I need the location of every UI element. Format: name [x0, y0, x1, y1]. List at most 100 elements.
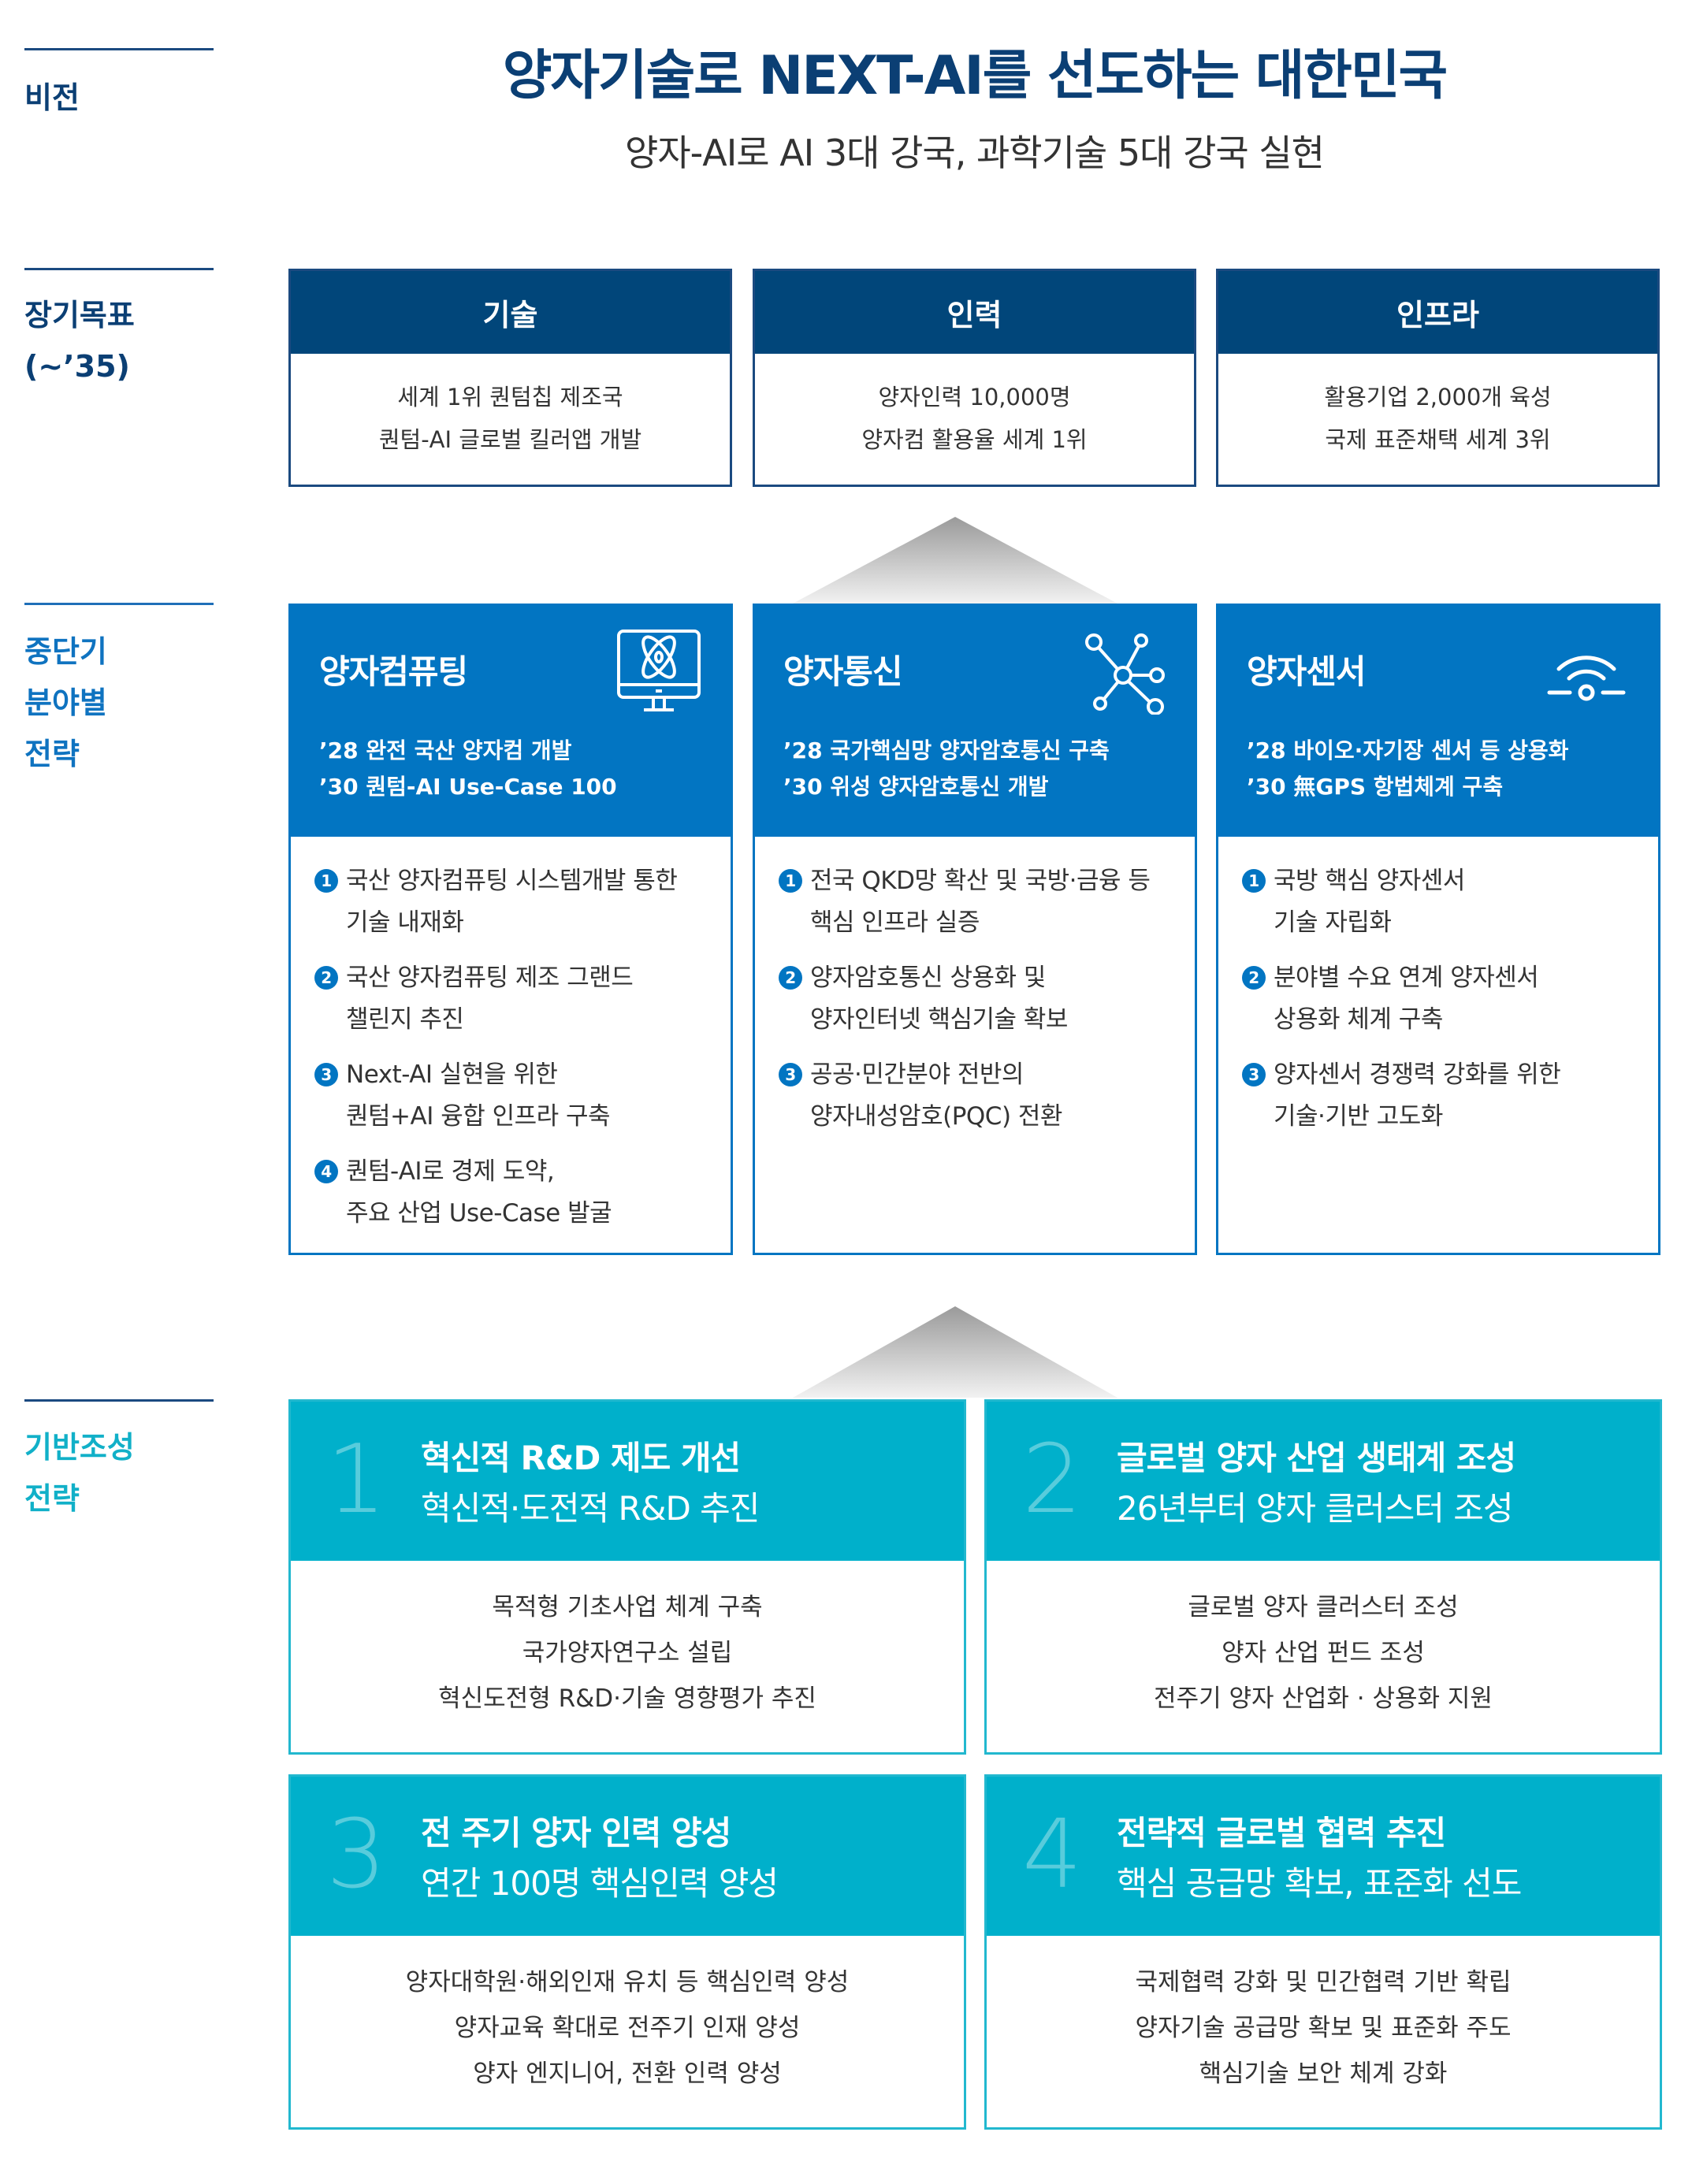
number-badge: 4 [314, 1160, 338, 1183]
item-line: 양자내성암호(PQC) 전환 [810, 1102, 1062, 1131]
item-line: 전국 QKD망 확산 및 국방·금융 등 [810, 867, 1151, 895]
number-badge: 2 [314, 966, 338, 990]
foundation-title: 글로벌 양자 산업 생태계 조성 [1117, 1439, 1516, 1477]
strategy-name: 양자컴퓨팅 [319, 652, 468, 691]
strategy-name: 양자센서 [1247, 652, 1367, 691]
foundation-subtitle: 혁신적·도전적 R&D 추진 [421, 1489, 760, 1528]
item-line: 핵심 인프라 실증 [810, 908, 980, 937]
goal-line: 양자컴 활용율 세계 1위 [861, 426, 1088, 453]
number-badge: 2 [1242, 966, 1266, 990]
strategy-card-sensor: 양자센서 ’28 바이오·자기장 센서 등 상용화’30 無GPS 항법체계 구… [1216, 604, 1660, 1255]
item-line: 주요 산업 Use-Case 발굴 [346, 1199, 612, 1228]
foundation-line: 혁신도전형 R&D·기술 영향평가 추진 [438, 1684, 816, 1713]
vision-title: 양자기술로 NEXT-AI를 선도하는 대한민국 [502, 45, 1448, 107]
item-line: Next-AI 실현을 위한 [346, 1060, 558, 1089]
divider [24, 48, 214, 50]
goal-line: 양자인력 10,000명 [878, 384, 1071, 410]
foundation-line: 전주기 양자 산업화 · 상용화 지원 [1154, 1684, 1493, 1713]
foundation-line: 양자교육 확대로 전주기 인재 양성 [454, 2014, 801, 2042]
foundation-line: 핵심기술 보안 체계 강화 [1199, 2060, 1448, 2088]
label-line: 분야별 [24, 685, 107, 720]
foundation-line: 목적형 기초사업 체계 구축 [492, 1593, 763, 1621]
foundation-subtitle: 연간 100명 핵심인력 양성 [421, 1864, 779, 1903]
number-badge: 1 [1242, 869, 1266, 893]
strategy-card-communication: 양자통신 ’28 국가핵심망 양자암호통신 구축’30 위성 양자암호통신 개발… [753, 604, 1197, 1255]
item-line: 양자센서 경쟁력 강화를 위한 [1274, 1060, 1561, 1089]
section-label-long-term: 장기목표 (~’35) [24, 290, 135, 392]
label-line: 전략 [24, 737, 80, 771]
item-line: 양자암호통신 상용화 및 [810, 964, 1046, 992]
list-item: 4 퀀텀-AI로 경제 도약, 주요 산업 Use-Case 발굴 [314, 1151, 715, 1235]
label-line: (~’35) [24, 349, 130, 384]
strategy-card-computing: 양자컴퓨팅 ’28 완전 국산 양자컴 개발’30 퀀텀-AI Use-Case… [288, 604, 733, 1255]
item-line: 퀀텀-AI로 경제 도약, [346, 1157, 555, 1186]
section-label-vision: 비전 [24, 80, 80, 115]
foundation-line: 양자기술 공급망 확보 및 표준화 주도 [1135, 2014, 1512, 2042]
item-line: 챌린지 추진 [346, 1005, 464, 1034]
foundation-title: 전 주기 양자 인력 양성 [421, 1814, 731, 1852]
foundation-line: 글로벌 양자 클러스터 조성 [1188, 1593, 1459, 1621]
goal-title: 인프라 [1218, 271, 1657, 354]
goal-line: 퀀텀-AI 글로벌 킬러앱 개발 [378, 426, 642, 453]
foundation-line: 국가양자연구소 설립 [522, 1639, 733, 1667]
foundation-title: 전략적 글로벌 협력 추진 [1117, 1814, 1446, 1852]
network-nodes-icon [1085, 633, 1165, 715]
item-line: 국산 양자컴퓨팅 제조 그랜드 [346, 964, 634, 992]
foundation-number: 2 [1022, 1425, 1083, 1535]
number-badge: 3 [1242, 1063, 1266, 1086]
item-line: 기술 자립화 [1274, 908, 1392, 937]
strategy-target: ’30 위성 양자암호통신 개발 [783, 774, 1049, 800]
goal-title: 기술 [291, 271, 730, 354]
foundation-line: 양자 엔지니어, 전환 인력 양성 [473, 2060, 782, 2088]
label-line: 장기목표 [24, 298, 135, 332]
item-line: 공공·민간분야 전반의 [810, 1060, 1024, 1089]
label-line: 기반조성 [24, 1430, 135, 1465]
goal-title: 인력 [755, 271, 1194, 354]
foundation-subtitle: 26년부터 양자 클러스터 조성 [1117, 1489, 1514, 1528]
quantum-computer-icon [617, 630, 701, 711]
foundation-card-2: 2 글로벌 양자 산업 생태계 조성 26년부터 양자 클러스터 조성 글로벌 양자… [984, 1399, 1662, 1755]
strategy-target: ’28 완전 국산 양자컴 개발 [319, 737, 572, 763]
foundation-line: 양자대학원·해외인재 유치 등 핵심인력 양성 [405, 1968, 850, 1996]
label-line: 전략 [24, 1481, 80, 1516]
number-badge: 3 [314, 1063, 338, 1086]
foundation-subtitle: 핵심 공급망 확보, 표준화 선도 [1117, 1864, 1522, 1903]
section-label-mid-term: 중단기 분야별 전략 [24, 626, 107, 780]
foundation-line: 양자 산업 펀드 조성 [1222, 1639, 1425, 1667]
goal-line: 활용기업 2,000개 육성 [1324, 384, 1552, 410]
item-line: 상용화 체계 구축 [1274, 1005, 1443, 1034]
divider [24, 1399, 214, 1402]
item-line: 국산 양자컴퓨팅 시스템개발 통한 [346, 867, 678, 895]
label-line: 중단기 [24, 634, 107, 669]
strategy-target: ’30 無GPS 항법체계 구축 [1247, 774, 1504, 800]
foundation-number: 4 [1022, 1800, 1083, 1910]
item-line: 양자인터넷 핵심기술 확보 [810, 1005, 1068, 1034]
item-line: 분야별 수요 연계 양자센서 [1274, 964, 1539, 992]
item-line: 기술·기반 고도화 [1274, 1102, 1443, 1131]
section-label-foundation: 기반조성 전략 [24, 1422, 135, 1525]
divider [24, 603, 214, 605]
goal-line: 국제 표준채택 세계 3위 [1325, 426, 1551, 453]
item-line: 퀀텀+AI 융합 인프라 구축 [346, 1102, 611, 1131]
number-badge: 2 [779, 966, 802, 990]
item-line: 기술 내재화 [346, 908, 464, 937]
divider [24, 268, 214, 270]
number-badge: 1 [314, 869, 338, 893]
strategy-name: 양자통신 [783, 652, 903, 691]
item-line: 국방 핵심 양자센서 [1274, 867, 1465, 895]
vision-subtitle: 양자-AI로 AI 3대 강국, 과학기술 5대 강국 실현 [625, 132, 1325, 174]
number-badge: 3 [779, 1063, 802, 1086]
arrow-up-triangle [793, 517, 1117, 604]
arrow-up-triangle [793, 1306, 1117, 1398]
